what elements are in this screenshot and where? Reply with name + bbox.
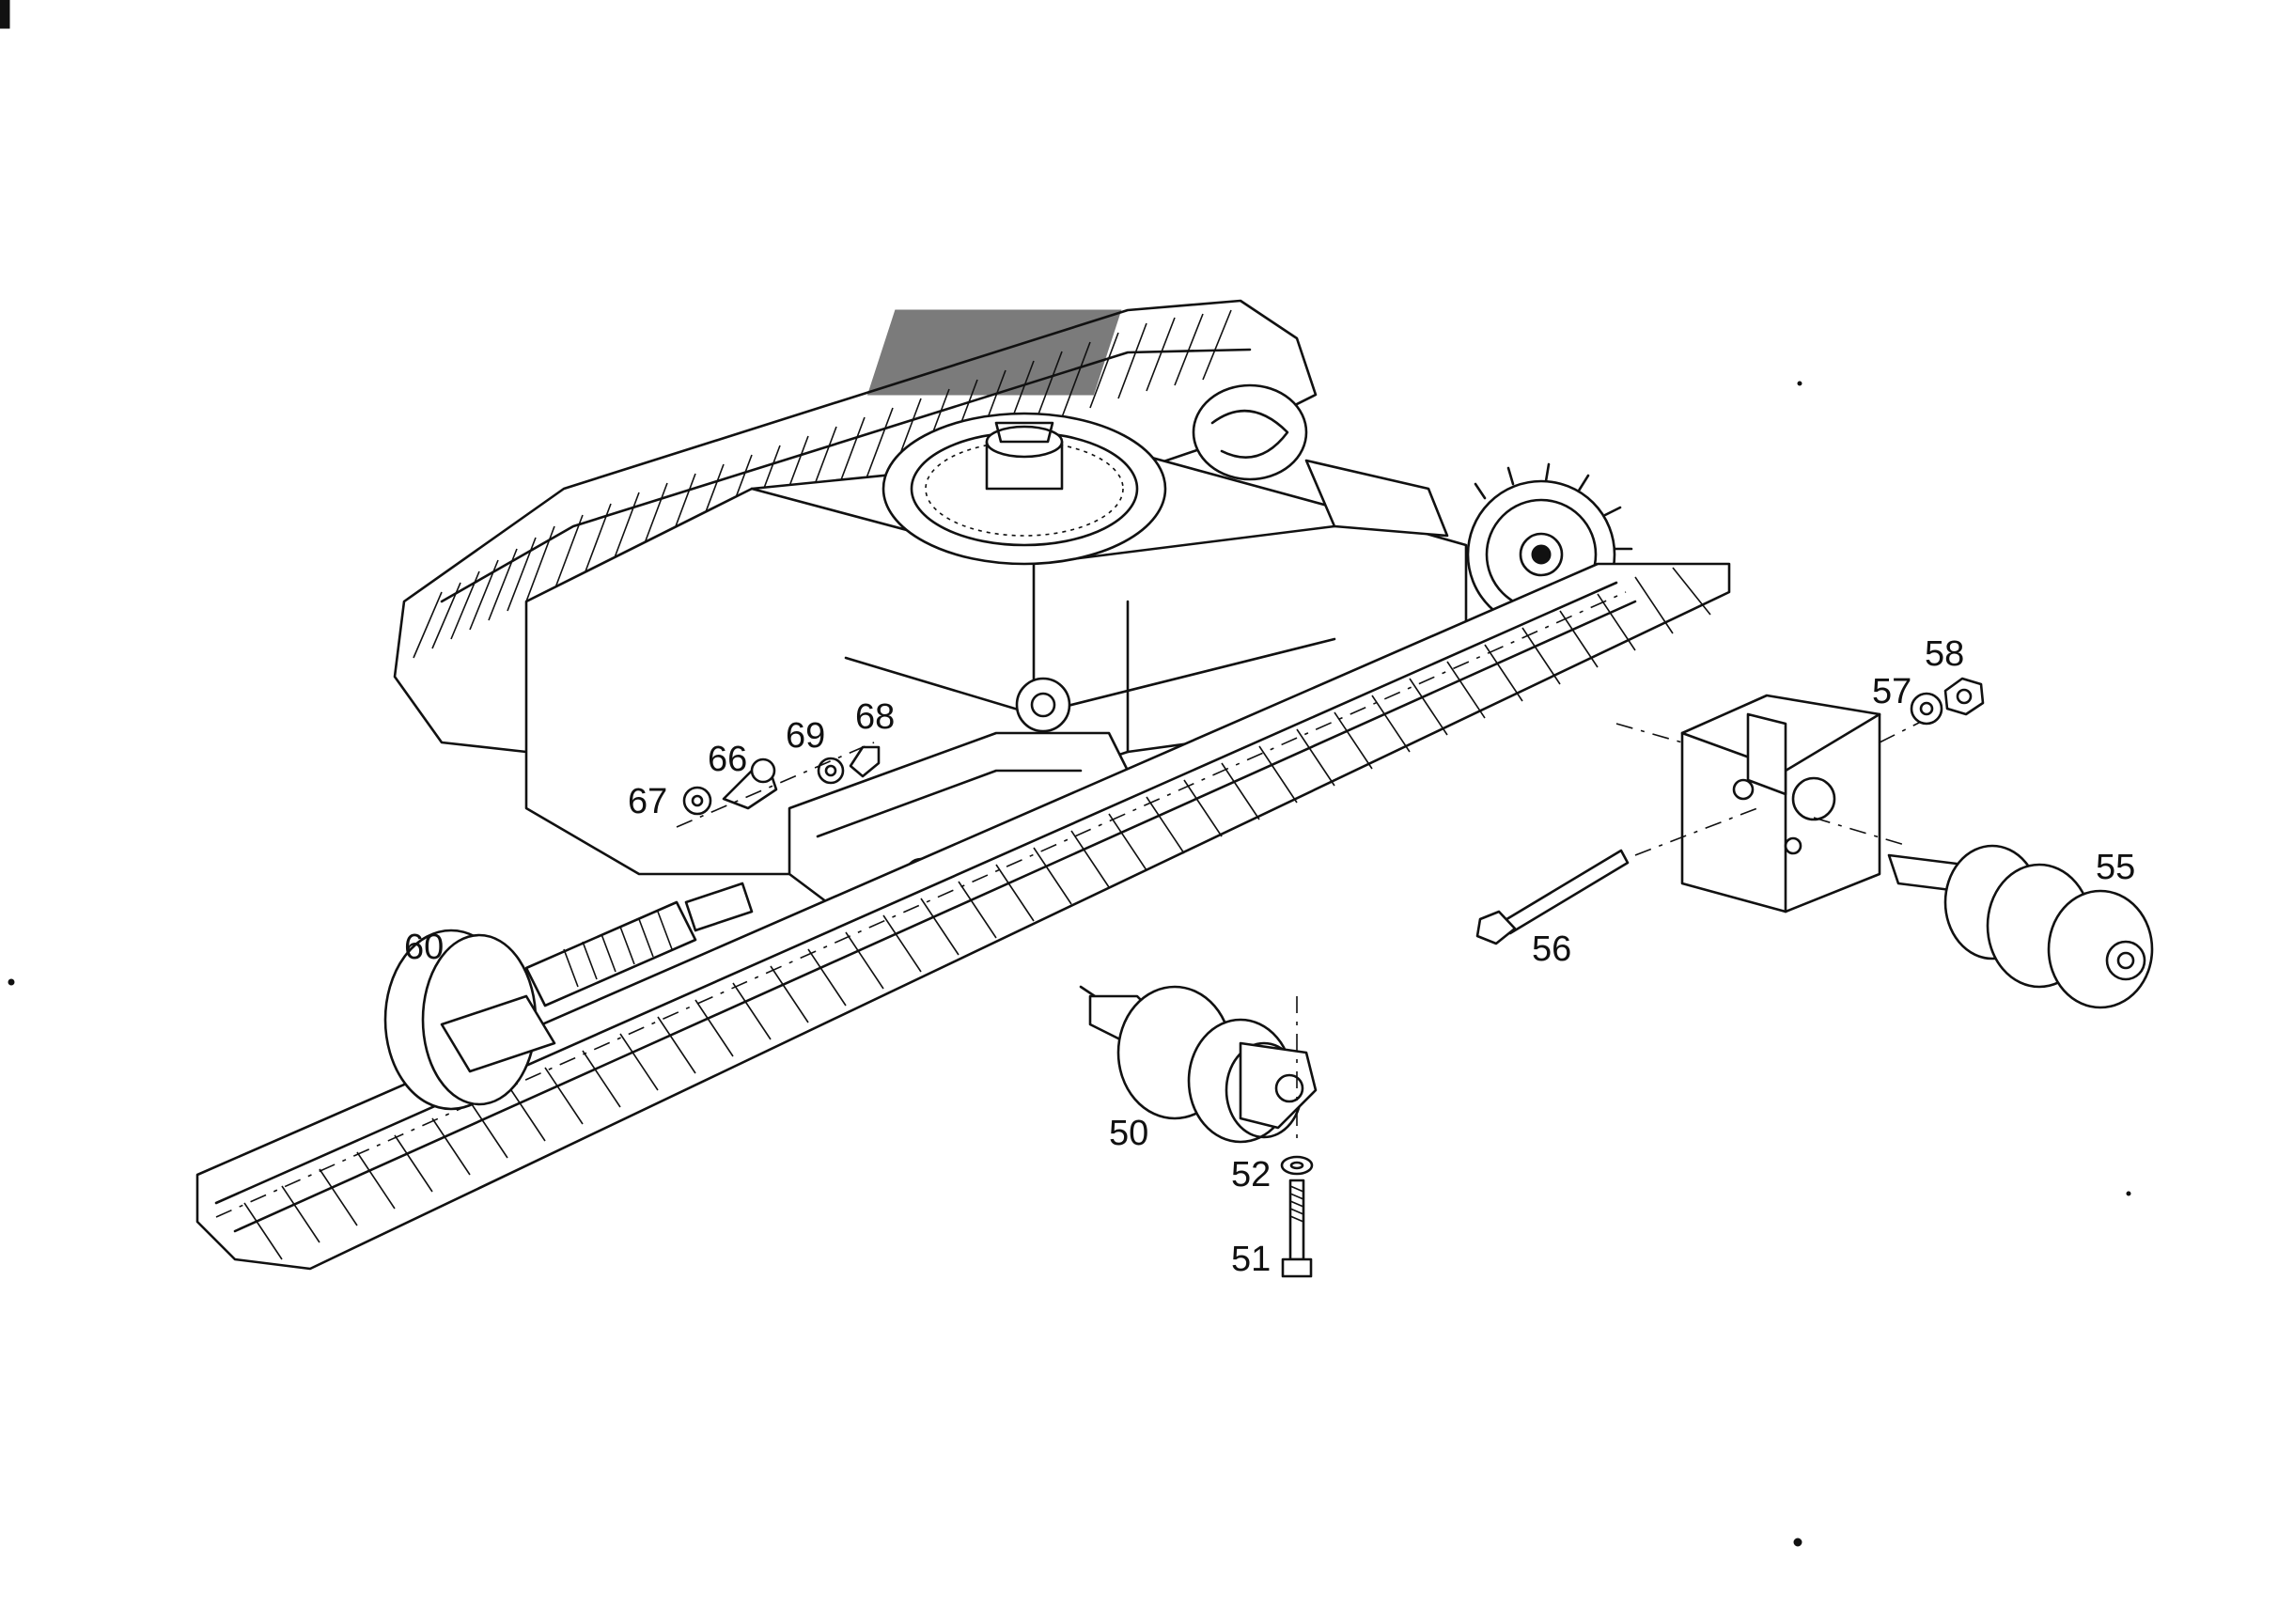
- scan-dot: [1797, 381, 1802, 386]
- washer-57: [1910, 692, 1943, 726]
- callout-51: 51: [1231, 1240, 1271, 1279]
- washer-69: [817, 757, 845, 785]
- washer-67: [682, 786, 712, 816]
- callout-69: 69: [786, 716, 825, 756]
- bolt-56: [1475, 849, 1630, 945]
- swing-bearing: [882, 412, 1167, 566]
- callout-57: 57: [1872, 672, 1911, 711]
- roller-bracket: [1615, 694, 1937, 914]
- callout-58: 58: [1925, 634, 1964, 674]
- washer-52: [1280, 1155, 1314, 1176]
- nut-58: [1943, 677, 1985, 716]
- callout-52: 52: [1231, 1155, 1271, 1195]
- carrier-roller-55: [1887, 844, 2154, 1009]
- callout-56: 56: [1532, 929, 1571, 969]
- track-roller-50: [1079, 985, 1318, 1147]
- idler-wheel: [383, 929, 556, 1111]
- grease-nipple-68: [849, 745, 881, 778]
- track-frame-assembly: [195, 299, 1731, 1271]
- rear-track-hatched-section: [866, 309, 1122, 396]
- scan-dot: [8, 978, 15, 986]
- recoil-spring: [524, 882, 754, 1007]
- scan-corner-mark: [0, 0, 10, 29]
- grease-fitting-group: [676, 742, 881, 828]
- callout-50: 50: [1109, 1114, 1148, 1153]
- callout-55: 55: [2096, 848, 2135, 887]
- callout-67: 67: [628, 782, 667, 821]
- callout-60: 60: [404, 928, 444, 967]
- travel-motor: [1192, 383, 1449, 538]
- front-track-shoe-lines: [243, 567, 1711, 1260]
- callout-68: 68: [855, 697, 895, 737]
- callout-66: 66: [708, 740, 747, 779]
- scan-dot: [2126, 1191, 2131, 1196]
- scan-dot: [1793, 1538, 1802, 1547]
- bolt-51: [1281, 1179, 1313, 1278]
